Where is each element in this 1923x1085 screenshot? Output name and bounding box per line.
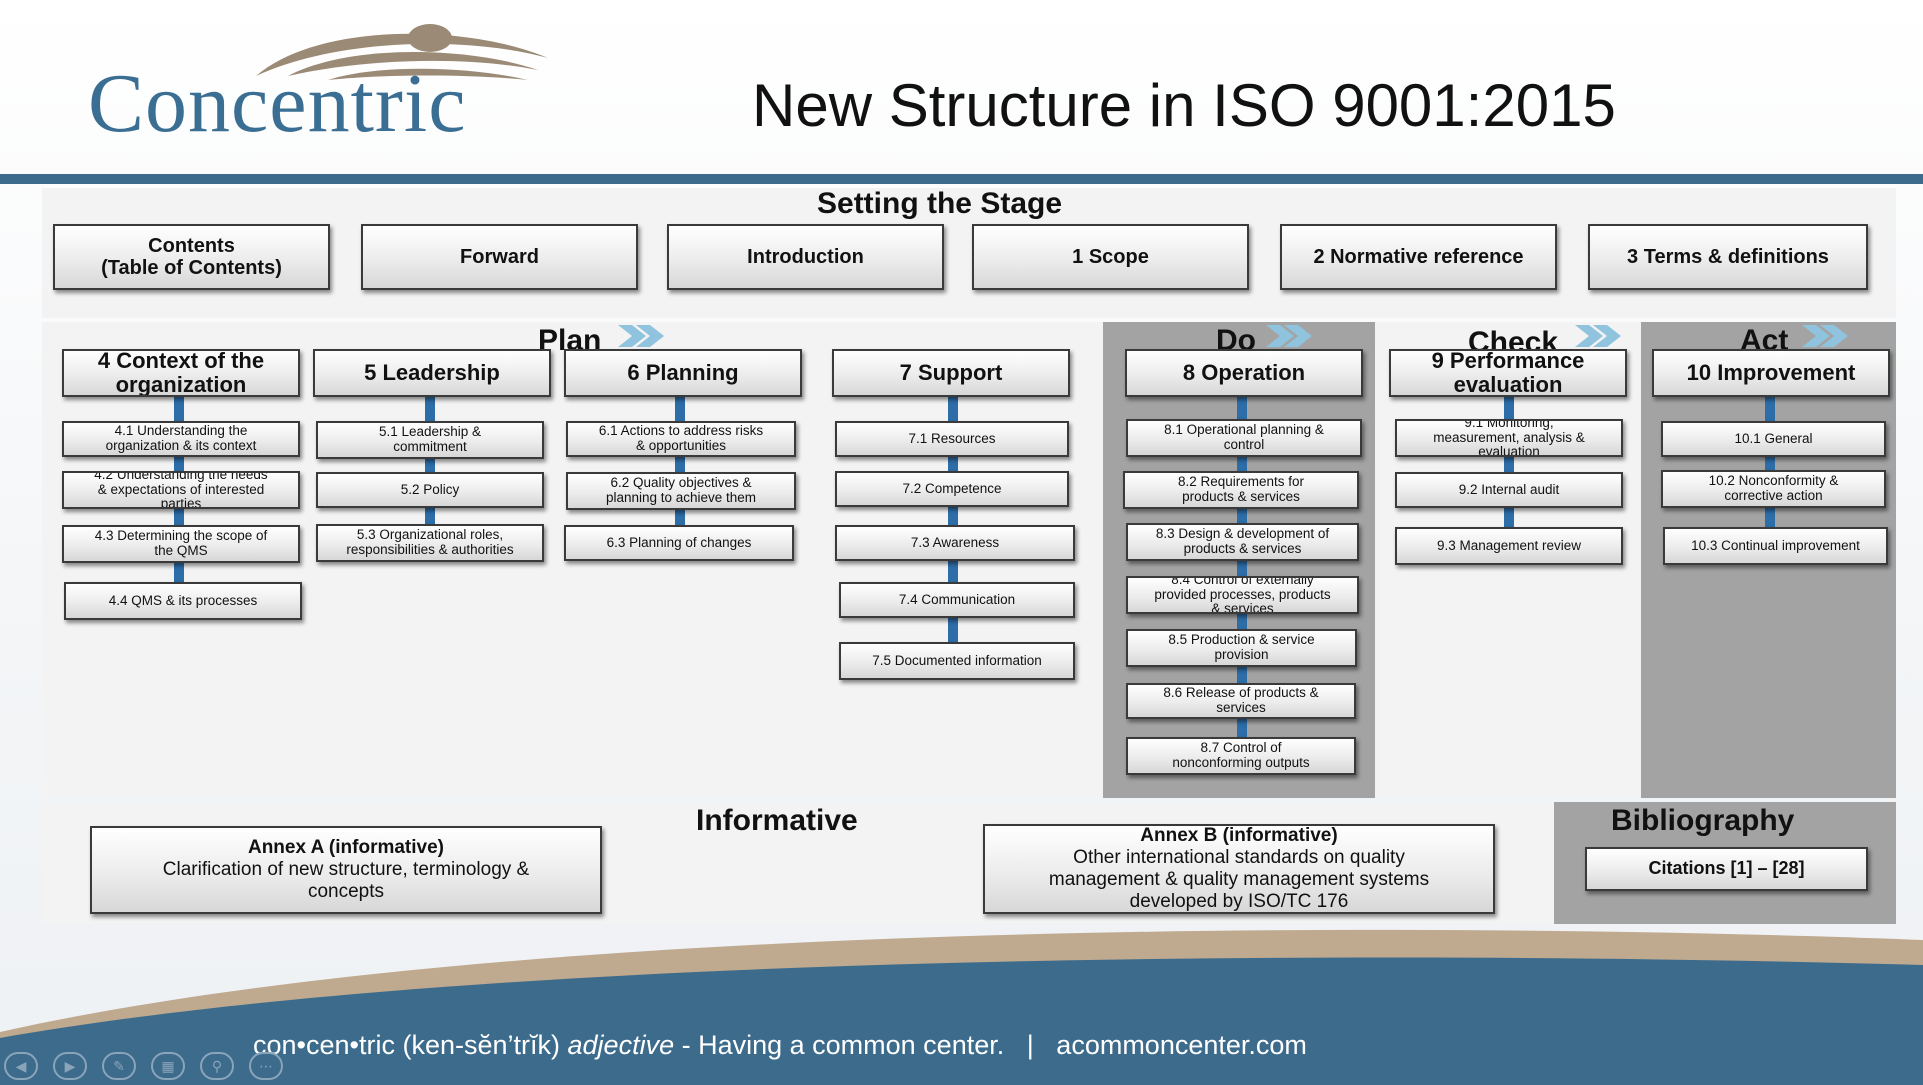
bibliography-title: Bibliography <box>1611 804 1795 837</box>
clause-5-1: 5.1 Leadership & commitment <box>316 421 544 459</box>
check-chevron-icon <box>1575 325 1621 347</box>
clause-8-1: 8.1 Operational planning & control <box>1126 419 1362 457</box>
annex-b-body: Other international standards on quality… <box>1048 847 1430 912</box>
pen-icon[interactable]: ✎ <box>102 1052 136 1080</box>
clause-7-support: 7 Support <box>832 349 1070 397</box>
footer-wave <box>0 929 1923 1085</box>
stage-terms-definitions: 3 Terms & definitions <box>1588 224 1868 290</box>
setting-the-stage-band <box>42 188 1896 318</box>
clause-8-4: 8.4 Control of externally provided proce… <box>1126 576 1359 614</box>
clause-5-leadership: 5 Leadership <box>313 349 551 397</box>
plan-chevron-icon <box>618 325 664 347</box>
act-chevron-icon <box>1802 325 1848 347</box>
logo-swoosh-icon <box>256 24 548 80</box>
connector-clause-10 <box>1765 394 1775 530</box>
clause-4-1: 4.1 Understanding the organization & its… <box>62 421 300 457</box>
clause-7-3: 7.3 Awareness <box>835 525 1075 561</box>
footer-url[interactable]: acommoncenter.com <box>1056 1030 1307 1060</box>
clause-4-context: 4 Context of the organization <box>62 349 300 397</box>
clause-8-5: 8.5 Production & service provision <box>1126 629 1357 667</box>
clause-7-5: 7.5 Documented information <box>839 642 1075 680</box>
stage-introduction: Introduction <box>667 224 944 290</box>
logo-wordmark: Concentric <box>88 57 467 150</box>
clause-5-3: 5.3 Organizational roles, responsibiliti… <box>316 524 544 562</box>
connector-clause-8 <box>1237 394 1247 746</box>
clause-6-2: 6.2 Quality objectives & planning to ach… <box>566 472 796 510</box>
clause-4-4: 4.4 QMS & its processes <box>64 582 302 620</box>
stage-forward: Forward <box>361 224 638 290</box>
next-icon[interactable]: ▶ <box>53 1052 87 1080</box>
clause-4-3: 4.3 Determining the scope of the QMS <box>62 525 300 563</box>
clause-7-4: 7.4 Communication <box>839 582 1075 618</box>
bibliography-citations: Citations [1] – [28] <box>1585 847 1868 891</box>
footer-word: con•cen•tric (ken-sĕn’trĭk) <box>253 1030 560 1060</box>
footer-tagline: con•cen•tric (ken-sĕn’trĭk) adjective - … <box>253 1032 1307 1059</box>
stage-contents: Contents (Table of Contents) <box>53 224 330 290</box>
clause-8-6: 8.6 Release of products & services <box>1126 683 1356 719</box>
stage-normative-reference: 2 Normative reference <box>1280 224 1557 290</box>
setting-the-stage-title: Setting the Stage <box>817 187 1063 220</box>
concentric-logo: Concentric <box>88 14 548 150</box>
clause-6-planning: 6 Planning <box>564 349 802 397</box>
clause-8-7: 8.7 Control of nonconforming outputs <box>1126 737 1356 775</box>
more-icon[interactable]: ⋯ <box>249 1052 283 1080</box>
annex-b: Annex B (informative) Other internationa… <box>983 824 1495 914</box>
clause-7-2: 7.2 Competence <box>835 471 1069 507</box>
stage-scope: 1 Scope <box>972 224 1249 290</box>
previous-icon[interactable]: ◀ <box>4 1052 38 1080</box>
clause-10-improvement: 10 Improvement <box>1652 349 1890 397</box>
connector-clause-7 <box>948 394 958 648</box>
clause-6-3: 6.3 Planning of changes <box>564 525 794 561</box>
do-chevron-icon <box>1266 325 1312 347</box>
annex-a-title: Annex A (informative) <box>247 837 444 859</box>
zoom-icon[interactable]: ⚲ <box>200 1052 234 1080</box>
clause-10-1: 10.1 General <box>1661 421 1886 457</box>
clause-10-2: 10.2 Nonconformity & corrective action <box>1661 470 1886 508</box>
clause-9-1: 9.1 Monitoring, measurement, analysis & … <box>1395 419 1623 457</box>
annex-b-title: Annex B (informative) <box>1140 825 1338 847</box>
clause-10-3: 10.3 Continual improvement <box>1663 527 1888 565</box>
connector-clause-5 <box>425 394 435 528</box>
slides-icon[interactable]: ▦ <box>151 1052 185 1080</box>
clause-8-2: 8.2 Requirements for products & services <box>1123 471 1359 509</box>
footer-separator: | <box>1026 1030 1034 1060</box>
clause-9-performance-evaluation: 9 Performance evaluation <box>1389 349 1627 397</box>
connector-clause-6 <box>675 394 685 528</box>
annex-a-body: Clarification of new structure, terminol… <box>162 859 530 902</box>
clause-8-operation: 8 Operation <box>1125 349 1363 397</box>
informative-title: Informative <box>696 804 858 837</box>
slide-title: New Structure in ISO 9001:2015 <box>752 72 1616 139</box>
clause-5-2: 5.2 Policy <box>316 472 544 508</box>
clause-9-2: 9.2 Internal audit <box>1395 472 1623 508</box>
slideshow-controls: ◀ ▶ ✎ ▦ ⚲ ⋯ <box>4 1052 283 1080</box>
footer-pos: adjective <box>567 1030 675 1060</box>
footer-definition: - Having a common center. <box>674 1030 1005 1060</box>
annex-a: Annex A (informative) Clarification of n… <box>90 826 602 914</box>
clause-9-3: 9.3 Management review <box>1395 527 1623 565</box>
clause-7-1: 7.1 Resources <box>835 421 1069 457</box>
clause-4-2: 4.2 Understanding the needs & expectatio… <box>62 471 300 509</box>
clause-6-1: 6.1 Actions to address risks & opportuni… <box>566 421 796 457</box>
title-divider <box>0 174 1923 184</box>
connector-clause-9 <box>1504 394 1514 530</box>
clause-8-3: 8.3 Design & development of products & s… <box>1126 523 1359 561</box>
